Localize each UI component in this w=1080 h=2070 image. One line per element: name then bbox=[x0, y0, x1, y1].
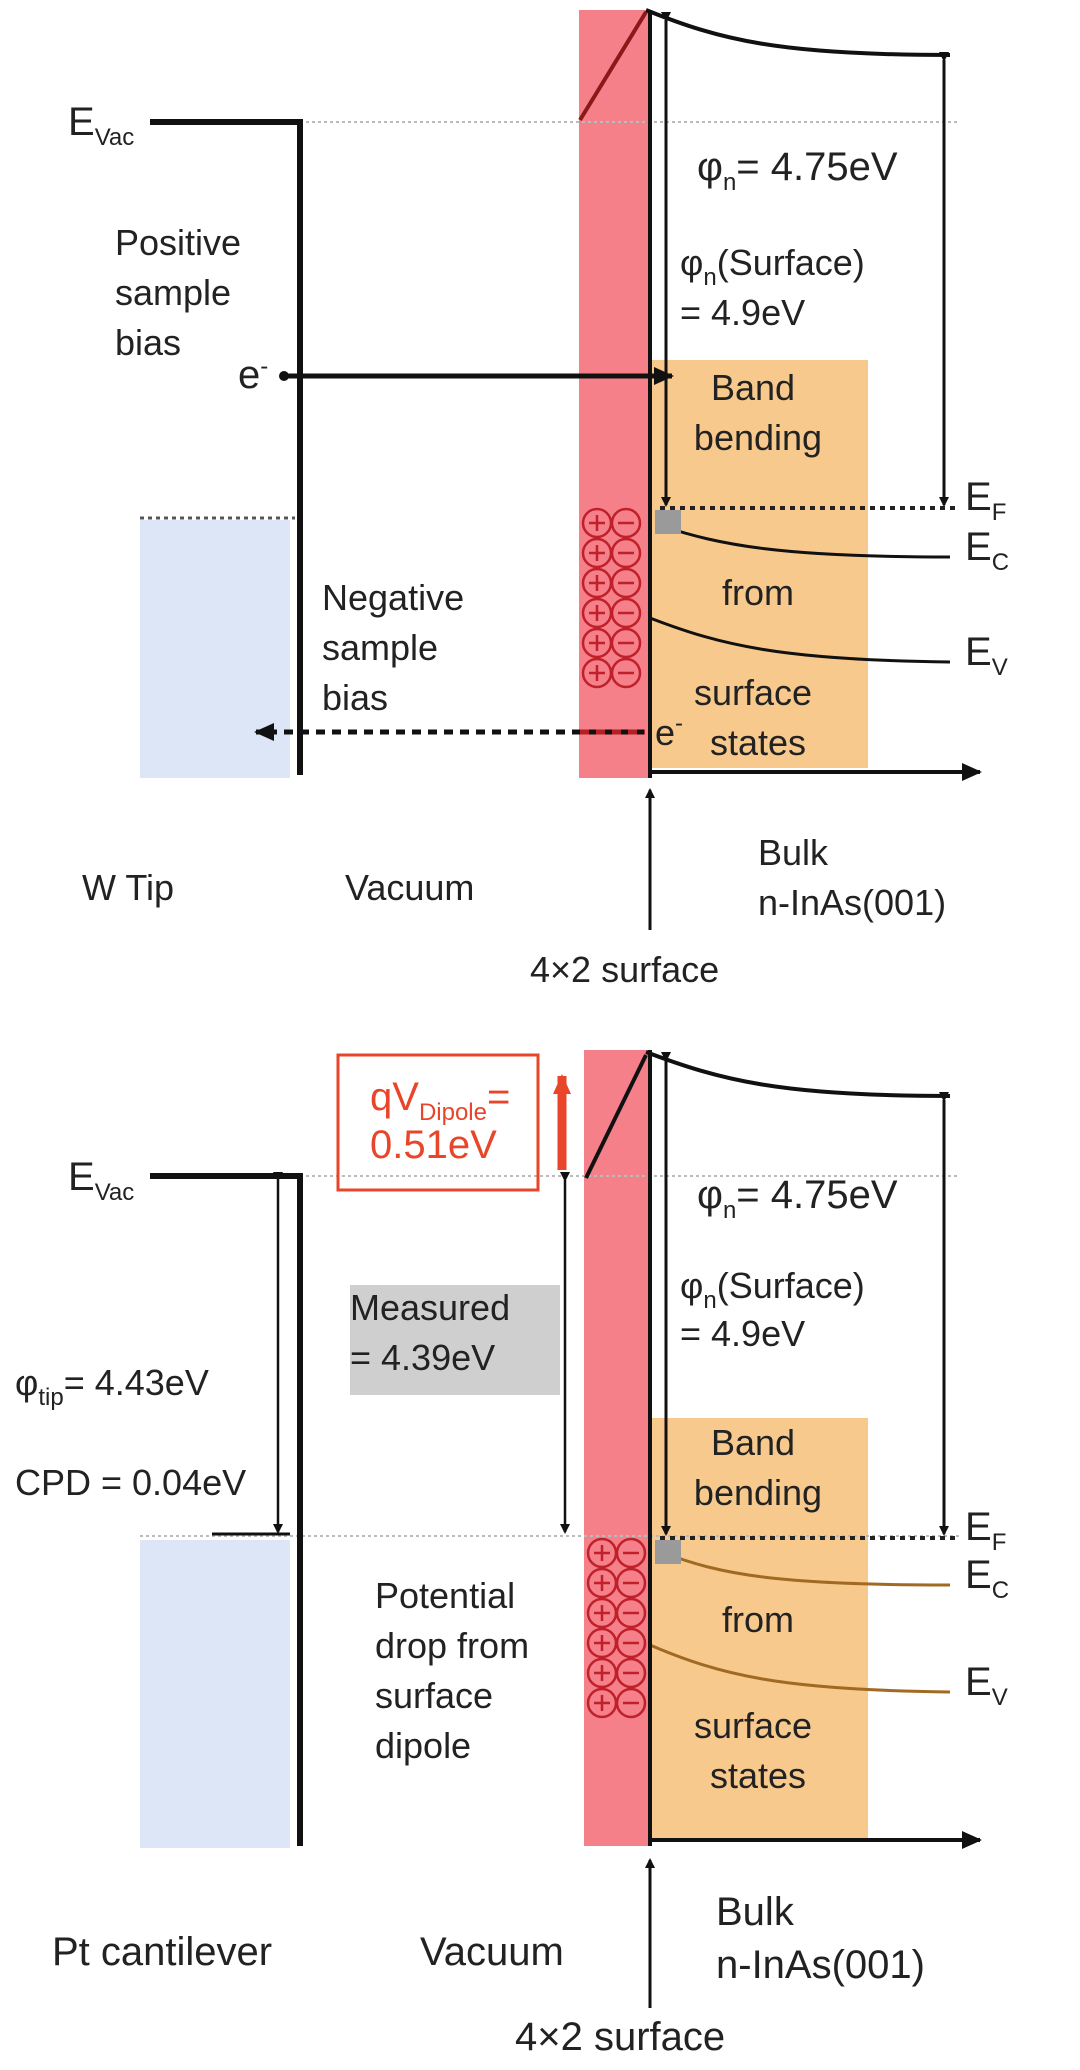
top-ec-label: EC bbox=[965, 525, 1009, 576]
top-phi-surface-value: = 4.9eV bbox=[680, 292, 805, 333]
bottom-tip-fermi-region bbox=[140, 1540, 290, 1848]
bottom-bulk-label: Bulk n-InAs(001) bbox=[716, 1890, 925, 1987]
qv-dipole-box bbox=[336, 1053, 540, 1192]
measured-box-bg bbox=[350, 1285, 560, 1395]
top-ec-curve bbox=[661, 524, 951, 559]
bottom-phi-surface-label: φn(Surface) bbox=[680, 1265, 865, 1314]
top-from-label: from bbox=[722, 572, 794, 613]
bottom-surface-states-label: surface states bbox=[694, 1705, 822, 1796]
top-band-bending-label: Band bending bbox=[694, 367, 822, 458]
bottom-ec-curve bbox=[661, 1550, 951, 1587]
top-evac-label: EVac bbox=[68, 100, 134, 151]
bottom-phi-n-label: φn= 4.75eV bbox=[697, 1173, 898, 1224]
top-bulk-label: Bulk n-InAs(001) bbox=[758, 832, 946, 923]
top-oxide-region bbox=[579, 10, 650, 778]
top-oxide-slope bbox=[578, 10, 648, 122]
bottom-ec-label: EC bbox=[965, 1553, 1009, 1604]
top-surface-charges bbox=[581, 507, 642, 689]
cpd-label: CPD = 0.04eV bbox=[15, 1462, 246, 1503]
top-electron-dot bbox=[279, 371, 289, 381]
bottom-tip-label: Pt cantilever bbox=[52, 1930, 272, 1974]
top-surface-states-label: surface states bbox=[694, 672, 822, 763]
potential-drop-label: Potential drop from surface dipole bbox=[375, 1575, 539, 1766]
top-band-bending-region bbox=[650, 360, 868, 768]
top-negative-bias-label: Negative sample bias bbox=[322, 577, 474, 718]
bottom-oxide-region bbox=[584, 1050, 650, 1846]
top-ev-label: EV bbox=[965, 630, 1008, 681]
bottom-band-bending-region bbox=[650, 1418, 868, 1838]
top-negative-charges bbox=[610, 507, 642, 689]
bottom-phi-surface-value: = 4.9eV bbox=[680, 1313, 805, 1354]
top-tip-fermi-region bbox=[140, 520, 290, 778]
phi-tip-label: φtip= 4.43eV bbox=[15, 1362, 209, 1411]
bottom-vacuum-level-curve bbox=[645, 1050, 951, 1098]
bottom-ev-label: EV bbox=[965, 1660, 1008, 1711]
top-vacuum-label: Vacuum bbox=[345, 867, 474, 908]
qv-dipole-value: 0.51eV bbox=[370, 1123, 497, 1167]
bottom-ev-curve bbox=[649, 1643, 951, 1694]
bottom-from-label: from bbox=[722, 1599, 794, 1640]
top-ev-curve bbox=[649, 616, 951, 664]
bottom-vacuum-label: Vacuum bbox=[420, 1930, 564, 1974]
top-fermi-pinning-marker bbox=[655, 510, 681, 534]
bottom-ef-label: EF bbox=[965, 1505, 1006, 1556]
top-positive-charges bbox=[581, 507, 613, 689]
bottom-oxide-slope bbox=[584, 1054, 648, 1179]
qv-dipole-label: qVDipole= bbox=[370, 1075, 510, 1126]
top-e-minus-label: e- bbox=[655, 710, 683, 753]
bottom-evac-label: EVac bbox=[68, 1155, 134, 1206]
bottom-negative-charges bbox=[615, 1537, 647, 1719]
top-tip-profile bbox=[150, 119, 303, 775]
top-tip-label: W Tip bbox=[82, 867, 174, 908]
top-vacuum-level-curve bbox=[645, 8, 951, 57]
bottom-surface-label: 4×2 surface bbox=[515, 2015, 725, 2059]
top-positive-bias-label: Positive sample bias bbox=[115, 222, 251, 363]
bottom-panel: EVac qVDipole= 0.51eV Measured = 4.39eV … bbox=[15, 1050, 1009, 2059]
bottom-band-bending-label: Band bending bbox=[694, 1422, 822, 1513]
top-phi-n-label: φn= 4.75eV bbox=[697, 145, 898, 196]
top-surface-label: 4×2 surface bbox=[530, 949, 719, 990]
measured-label: Measured = 4.39eV bbox=[350, 1287, 520, 1378]
bottom-fermi-pinning-marker bbox=[655, 1540, 681, 1564]
top-electron-label: e- bbox=[238, 353, 268, 397]
top-panel: EVac Positive sample bias e- Negative sa… bbox=[68, 8, 1009, 990]
top-phi-surface-label: φn(Surface) bbox=[680, 242, 865, 291]
bottom-tip-profile bbox=[150, 1173, 303, 1846]
bottom-surface-charges bbox=[586, 1537, 647, 1719]
top-ef-label: EF bbox=[965, 475, 1006, 526]
